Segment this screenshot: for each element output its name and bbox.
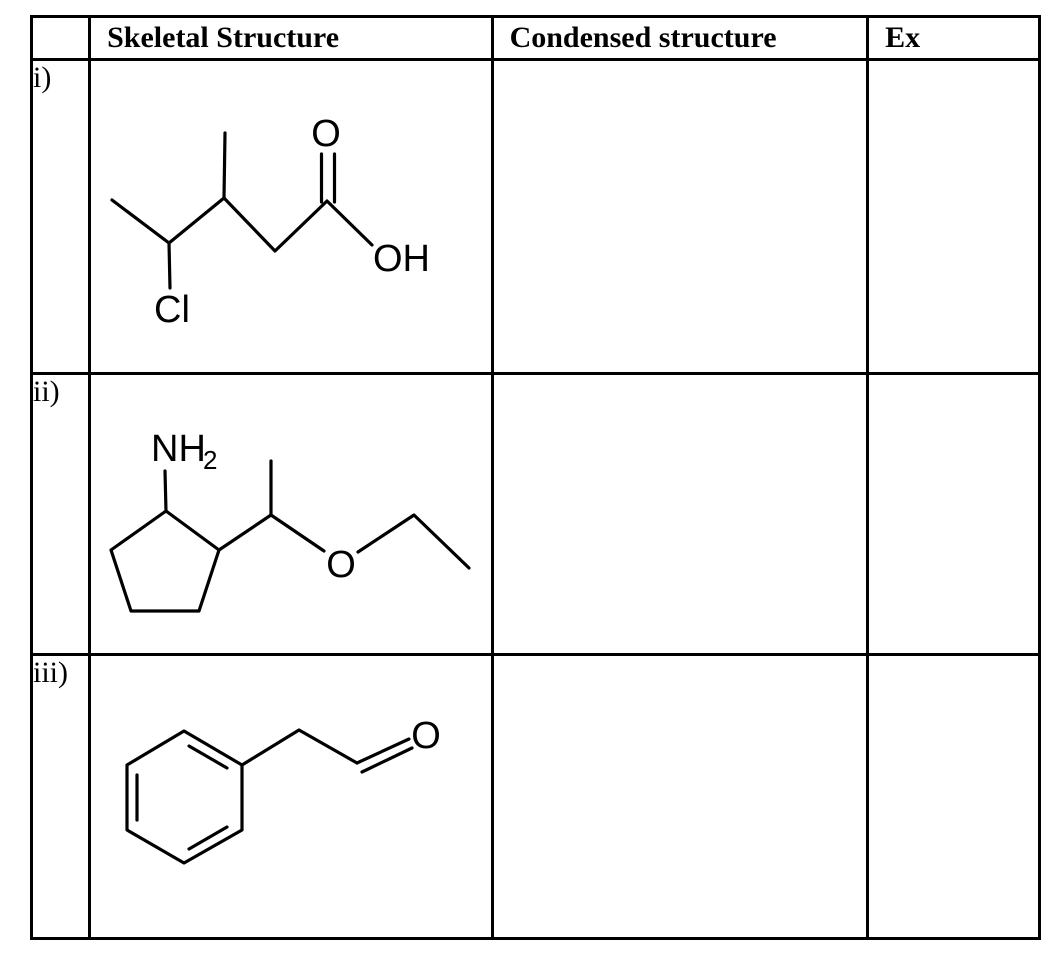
expanded-cell-iii <box>866 653 1041 940</box>
atom-label-ether-oxygen: O <box>326 544 356 586</box>
header-condensed-structure: Condensed structure <box>490 15 870 61</box>
table-row-i: i) O OH Cl <box>29 58 1041 375</box>
table-row-ii: ii) NH 2 <box>29 372 1041 656</box>
bond-lines <box>109 459 471 613</box>
atom-label-hydroxyl: OH <box>373 238 430 280</box>
bond-lines <box>110 131 374 290</box>
molecule-drawing-chloro-methyl-acid: O OH Cl <box>110 113 430 331</box>
expanded-cell-ii <box>866 372 1041 656</box>
atom-label-chlorine: Cl <box>154 289 190 331</box>
skeletal-structure-cell-ii: NH 2 O <box>88 372 494 656</box>
table-row-iii: iii) O <box>29 653 1041 940</box>
condensed-structure-cell-iii <box>490 653 870 940</box>
skeletal-structure-cell-iii: O <box>88 653 494 940</box>
header-blank <box>29 15 92 61</box>
atom-label-aldehyde-oxygen: O <box>411 715 441 757</box>
molecule-drawing-phenylacetaldehyde: O <box>125 715 441 865</box>
header-skeletal-structure: Skeletal Structure <box>88 15 494 61</box>
condensed-structure-cell-i <box>490 58 870 375</box>
atom-label-amine: NH <box>151 428 206 470</box>
atom-label-carbonyl-oxygen: O <box>311 113 341 155</box>
row-label-ii: ii) <box>29 372 92 656</box>
molecule-drawing-aminocyclopentyl-ether: NH 2 O <box>109 428 471 613</box>
expanded-cell-i <box>866 58 1041 375</box>
row-label-i: i) <box>29 58 92 375</box>
condensed-structure-cell-ii <box>490 372 870 656</box>
header-expanded: Ex <box>866 15 1041 61</box>
table-header-row: Skeletal Structure Condensed structure E… <box>29 15 1041 61</box>
skeletal-structure-cell-i: O OH Cl <box>88 58 494 375</box>
bond-lines <box>125 728 414 865</box>
atom-label-amine-subscript: 2 <box>203 445 217 475</box>
structures-table: Skeletal Structure Condensed structure E… <box>29 15 1041 940</box>
row-label-iii: iii) <box>29 653 92 940</box>
